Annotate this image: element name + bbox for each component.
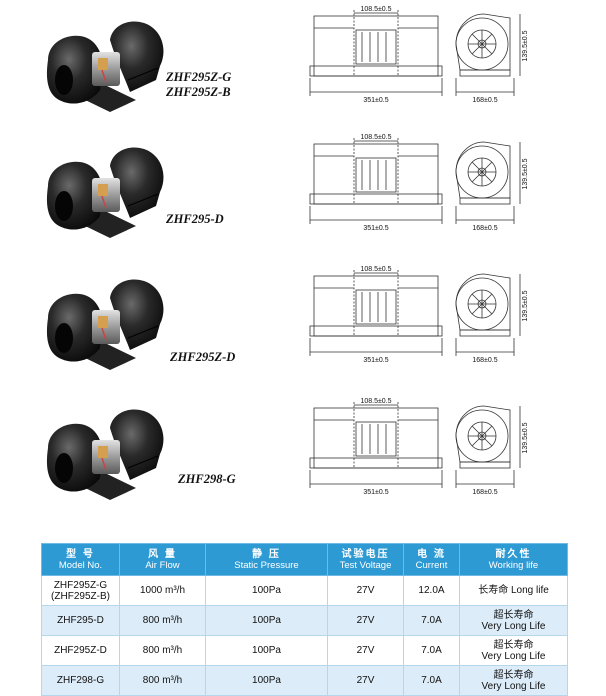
- cell-pressure: 100Pa: [205, 635, 328, 666]
- cell-current: 7.0A: [403, 605, 460, 636]
- cell-voltage: 27V: [327, 665, 404, 696]
- dimension-height: 139.5±0.5: [522, 30, 529, 61]
- dimension-drawing: 108.5±0.5 351±0.5 168±0.5 139.5±0.5: [300, 6, 530, 116]
- blower-photo: [46, 21, 164, 112]
- dimension-width: 351±0.5: [363, 97, 388, 104]
- dimension-drawing: 108.5±0.5 351±0.5 168±0.5 139.5±0.5: [300, 266, 530, 376]
- dimension-drawing: 108.5±0.5 351±0.5 168±0.5 139.5±0.5: [309, 134, 529, 232]
- cell-pressure: 100Pa: [205, 665, 328, 696]
- cell-air-flow: 800 m³/h: [119, 635, 206, 666]
- dimension-side-width: 168±0.5: [472, 97, 497, 104]
- cell-pressure: 100Pa: [205, 575, 328, 606]
- dimension-drawing: 108.5±0.5 351±0.5 168±0.5 139.5±0.5: [309, 6, 529, 104]
- model-label-line: ZHF295Z-D: [170, 350, 236, 364]
- cell-current: 7.0A: [403, 665, 460, 696]
- cell-model: ZHF295Z-G(ZHF295Z-B): [41, 575, 120, 606]
- cell-life: 长寿命 Long life: [459, 575, 568, 606]
- blower-photo: [46, 147, 164, 238]
- dimension-width: 351±0.5: [363, 489, 388, 496]
- cell-model: ZHF295-D: [41, 605, 120, 636]
- cell-voltage: 27V: [327, 575, 404, 606]
- cell-model: ZHF295Z-D: [41, 635, 120, 666]
- table-row: ZHF295Z-G(ZHF295Z-B) 1000 m³/h 100Pa 27V…: [41, 575, 568, 606]
- dimension-width: 351±0.5: [363, 225, 388, 232]
- model-label: ZHF298-G: [178, 472, 236, 487]
- dimension-top: 108.5±0.5: [360, 134, 391, 141]
- cell-current: 7.0A: [403, 635, 460, 666]
- product-photo: [40, 20, 170, 120]
- dimension-top: 108.5±0.5: [360, 6, 391, 13]
- cell-pressure: 100Pa: [205, 605, 328, 636]
- cell-model: ZHF298-G: [41, 665, 120, 696]
- cell-voltage: 27V: [327, 605, 404, 636]
- product-photo: [40, 408, 170, 508]
- dimension-top: 108.5±0.5: [360, 398, 391, 405]
- model-label-line: ZHF295Z-B: [166, 85, 231, 99]
- dimension-drawing: 108.5±0.5 351±0.5 168±0.5 139.5±0.5: [309, 398, 529, 496]
- dimension-top: 108.5±0.5: [360, 266, 391, 273]
- cell-air-flow: 1000 m³/h: [119, 575, 206, 606]
- blower-photo: [46, 409, 164, 500]
- model-label-line: ZHF298-G: [178, 472, 236, 486]
- cell-air-flow: 800 m³/h: [119, 665, 206, 696]
- product-photo: [40, 278, 170, 378]
- cell-current: 12.0A: [403, 575, 460, 606]
- model-label-line: ZHF295-D: [166, 212, 224, 226]
- model-label: ZHF295Z-D: [170, 350, 235, 365]
- dimension-height: 139.5±0.5: [522, 158, 529, 189]
- cell-air-flow: 800 m³/h: [119, 605, 206, 636]
- dimension-side-width: 168±0.5: [472, 357, 497, 364]
- dimension-side-width: 168±0.5: [472, 489, 497, 496]
- dimension-side-width: 168±0.5: [472, 225, 497, 232]
- product-photo: [40, 146, 170, 246]
- model-label-line: ZHF295Z-G: [166, 70, 232, 84]
- model-label: ZHF295-D: [166, 212, 224, 227]
- blower-photo: [46, 279, 164, 370]
- dimension-width: 351±0.5: [363, 357, 388, 364]
- dimension-drawing: 108.5±0.5 351±0.5 168±0.5 139.5±0.5: [309, 266, 529, 364]
- dimension-drawing: 108.5±0.5 351±0.5 168±0.5 139.5±0.5: [300, 398, 530, 508]
- cell-voltage: 27V: [327, 635, 404, 666]
- dimension-height: 139.5±0.5: [522, 422, 529, 453]
- dimension-drawing: 108.5±0.5 351±0.5 168±0.5 139.5±0.5: [300, 134, 530, 244]
- dimension-height: 139.5±0.5: [522, 290, 529, 321]
